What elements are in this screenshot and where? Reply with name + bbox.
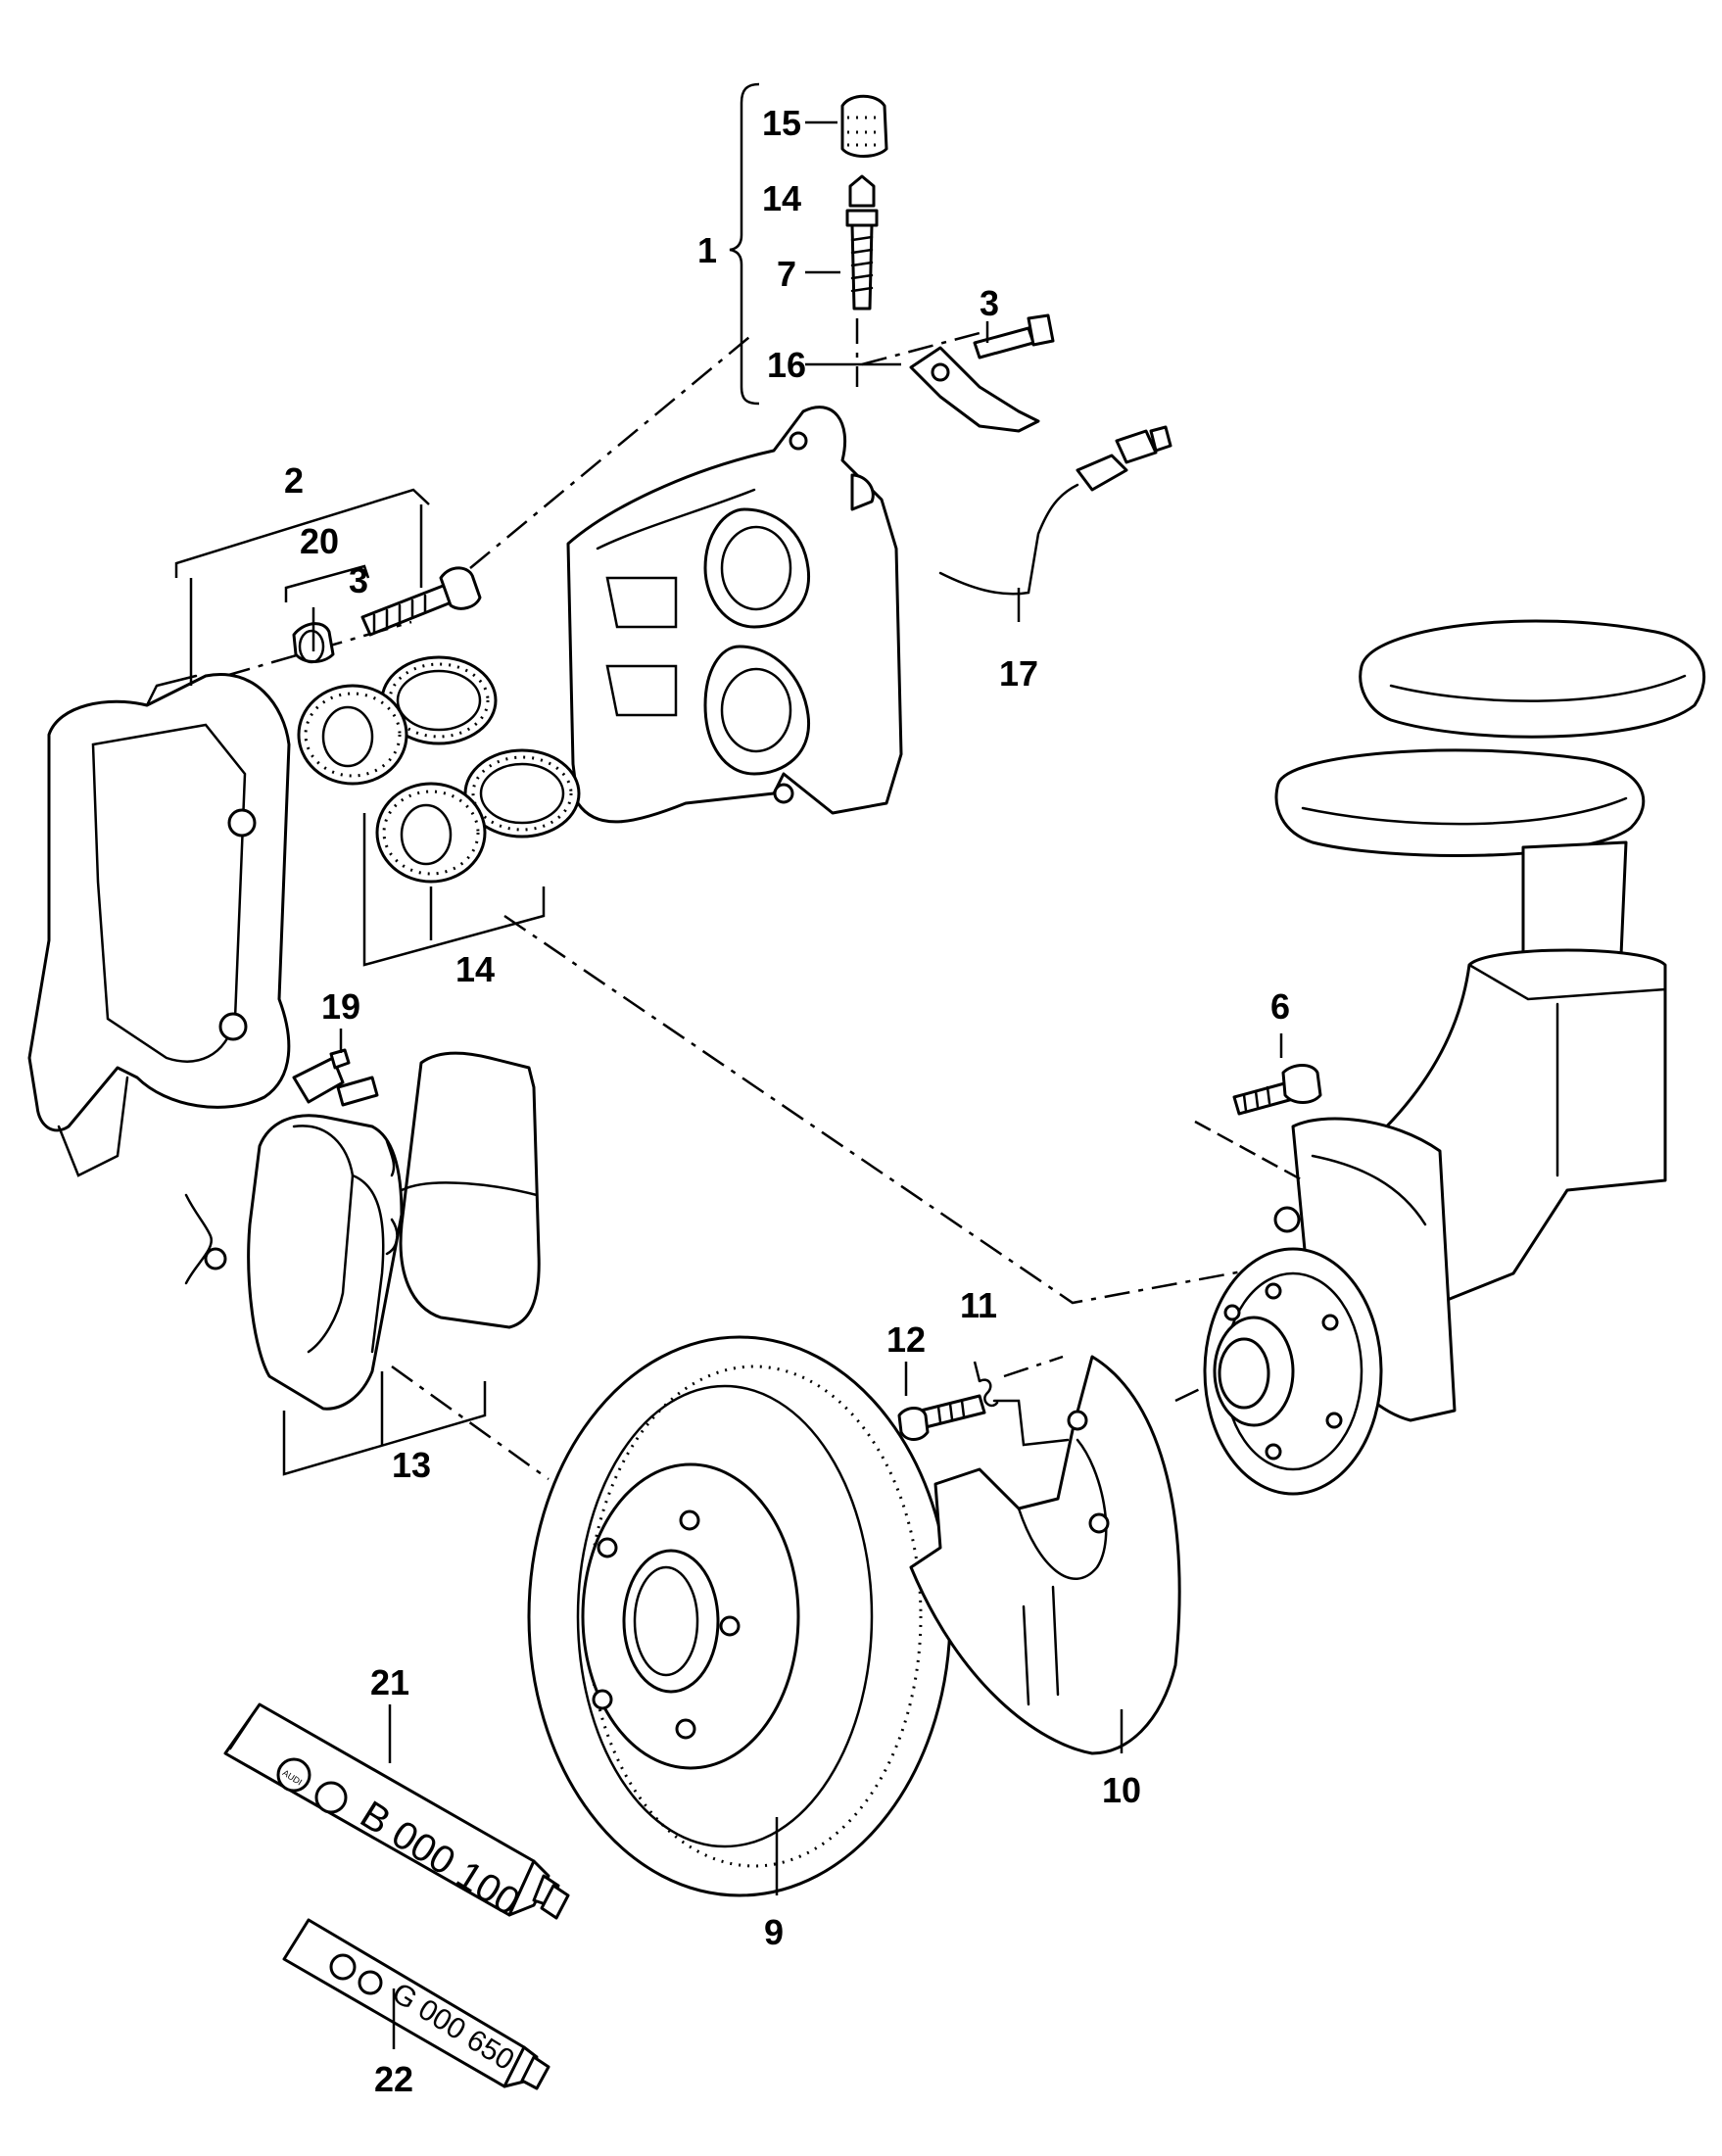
caliper-pistons [297, 655, 581, 884]
callout-16: 16 [767, 345, 806, 385]
callout-3-left: 3 [349, 560, 368, 600]
callout-12: 12 [886, 1319, 926, 1360]
callout-13: 13 [392, 1445, 431, 1485]
callout-9: 9 [764, 1912, 784, 1952]
callout-6: 6 [1270, 986, 1290, 1027]
brake-pads [184, 1051, 541, 1411]
callout-22: 22 [374, 2059, 413, 2099]
steering-knuckle [1273, 619, 1706, 1422]
callout-17: 17 [999, 653, 1038, 694]
callout-21: 21 [370, 1662, 409, 1702]
callout-labels: 15 14 1 7 16 3 2 20 3 17 14 19 6 11 12 1… [284, 103, 1290, 2099]
brake-disc [527, 1335, 952, 1897]
group-brackets [174, 82, 760, 1476]
guide-pin-set [292, 566, 482, 664]
callout-14-bottom: 14 [455, 949, 495, 989]
callout-1: 1 [697, 230, 717, 270]
hose-bracket [909, 313, 1055, 433]
bleeder-valve [840, 94, 888, 311]
brake-carrier [27, 673, 291, 1177]
callout-14-top: 14 [762, 178, 801, 218]
callout-11: 11 [960, 1285, 997, 1325]
shield-bolt [897, 1378, 1070, 1447]
callout-20: 20 [300, 521, 339, 561]
knuckle-bolt [1194, 1064, 1322, 1182]
callout-7: 7 [777, 254, 796, 294]
leader-lines [339, 120, 1283, 2049]
callout-15: 15 [762, 103, 801, 143]
sensor-clip [292, 1048, 379, 1107]
callout-3-top: 3 [980, 283, 999, 323]
caliper-housing [566, 406, 903, 824]
wear-sensor [938, 425, 1172, 596]
wheel-hub [1203, 1247, 1383, 1496]
callout-2: 2 [284, 460, 304, 501]
callout-19: 19 [321, 986, 360, 1027]
grease-tube-g: G 000 650 [282, 1918, 550, 2090]
grease-tube-b: AUDI B 000 100 [223, 1702, 570, 1924]
callout-10: 10 [1102, 1770, 1141, 1810]
